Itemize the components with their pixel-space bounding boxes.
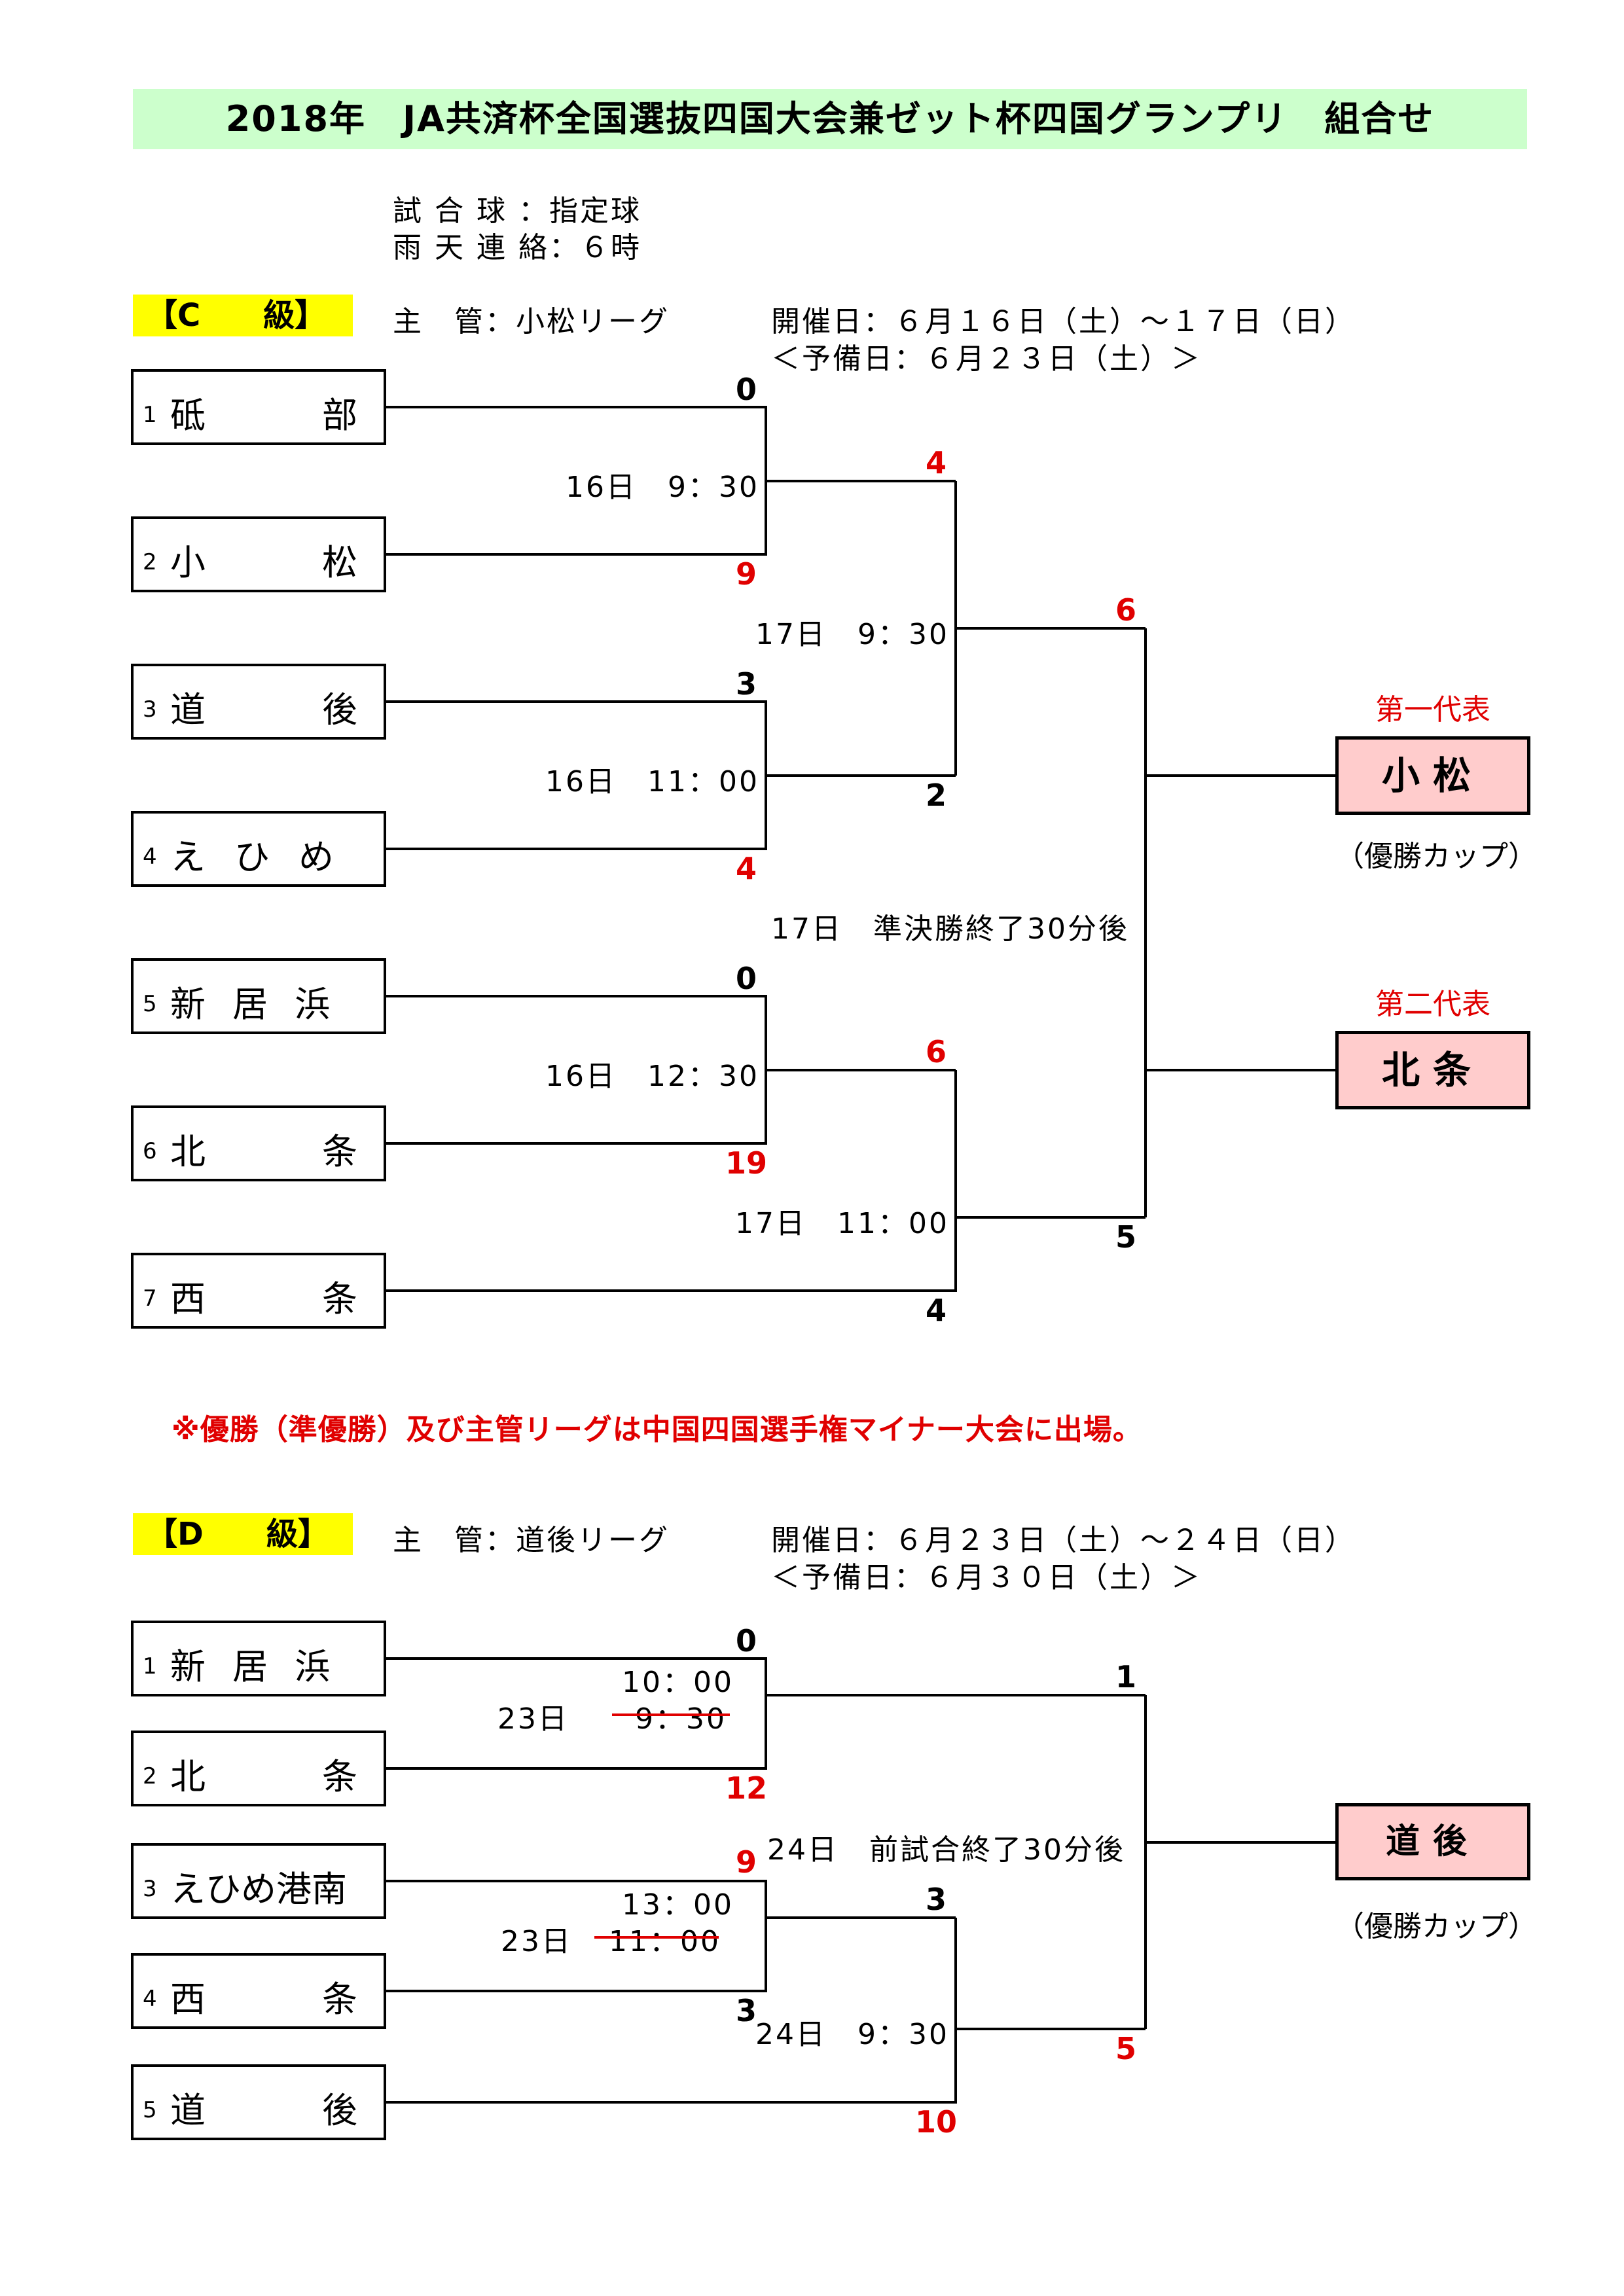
d-score-semi-top: 3 bbox=[925, 1882, 947, 1917]
c-time-r1c: 16日 12：30 bbox=[545, 1060, 759, 1093]
rain-info: 雨 天 連 絡：６時 bbox=[393, 231, 641, 264]
team-number: 4 bbox=[143, 1986, 157, 2012]
team-number: 6 bbox=[143, 1138, 157, 1164]
c-score-final-bottom: 5 bbox=[1115, 1219, 1136, 1255]
c-team-3: 3 道 後 bbox=[131, 664, 386, 740]
team-number: 3 bbox=[143, 696, 157, 723]
c-rep2-box: 北条 bbox=[1335, 1031, 1530, 1109]
c-score-final-top: 6 bbox=[1115, 592, 1136, 628]
c-rep1-label: 第一代表 bbox=[1375, 693, 1490, 726]
team-number: 3 bbox=[143, 1876, 157, 1902]
c-score-s2-bottom: 4 bbox=[925, 1293, 947, 1328]
d-score-final-bottom: 5 bbox=[1115, 2031, 1136, 2066]
d-score-m2-bottom: 3 bbox=[735, 1993, 757, 2028]
c-time-r2a: 17日 9：30 bbox=[755, 618, 949, 651]
page-title: 2018年 JA共済杯全国選抜四国大会兼ゼット杯四国グランプリ 組合せ bbox=[225, 98, 1435, 139]
c-score-m3-bottom: 19 bbox=[725, 1145, 767, 1181]
team-name: えひめ港南 bbox=[170, 1869, 347, 1910]
team-name: 西 条 bbox=[170, 1278, 360, 1319]
team-name: 西 条 bbox=[170, 1979, 360, 2020]
team-number: 5 bbox=[143, 991, 157, 1017]
d-m2-old-time: 11：00 bbox=[609, 1925, 721, 1958]
team-name: 北 条 bbox=[170, 1756, 360, 1797]
team-number: 5 bbox=[143, 2097, 157, 2123]
d-score-semi-bottom: 10 bbox=[914, 2104, 957, 2140]
team-name: 砥 部 bbox=[170, 395, 360, 436]
c-team-2: 2 小 松 bbox=[131, 516, 386, 592]
c-score-m1-top: 0 bbox=[735, 372, 757, 407]
d-class-label: 【D 級】 bbox=[133, 1513, 353, 1555]
team-name: 新 居 浜 bbox=[170, 984, 338, 1025]
team-number: 7 bbox=[143, 1285, 157, 1312]
d-m2-day: 23日 bbox=[501, 1925, 572, 1958]
d-score-m1-top: 0 bbox=[735, 1623, 757, 1659]
team-name: 道 後 bbox=[170, 689, 360, 730]
c-time-final: 17日 準決勝終了30分後 bbox=[771, 912, 1129, 946]
d-score-final-top: 1 bbox=[1115, 1659, 1136, 1695]
d-team-4: 4 西 条 bbox=[131, 1953, 386, 2029]
team-number: 4 bbox=[143, 844, 157, 870]
ball-info: 試 合 球 ：指定球 bbox=[393, 194, 641, 228]
team-number: 1 bbox=[143, 402, 157, 428]
c-score-s1-top: 4 bbox=[925, 445, 947, 480]
team-name: 小 松 bbox=[170, 542, 360, 583]
c-time-r1b: 16日 11：00 bbox=[545, 765, 759, 798]
team-name: 新 居 浜 bbox=[170, 1646, 338, 1687]
d-m2-strikeout bbox=[594, 1936, 719, 1939]
c-rep2-label: 第二代表 bbox=[1375, 988, 1490, 1021]
c-class-reserve: ＜予備日：６月２３日（土）＞ bbox=[771, 342, 1202, 376]
qualification-note: ※優勝（準優勝）及び主管リーグは中国四国選手権マイナー大会に出場。 bbox=[171, 1413, 1142, 1446]
d-time-semi: 24日 9：30 bbox=[755, 2018, 949, 2051]
d-score-m1-bottom: 12 bbox=[725, 1770, 767, 1806]
d-m1-new-time: 10：00 bbox=[622, 1666, 734, 1699]
d-m1-day: 23日 bbox=[497, 1702, 569, 1736]
c-score-m2-bottom: 4 bbox=[735, 851, 757, 886]
c-class-host: 主 管：小松リーグ bbox=[393, 305, 670, 338]
c-score-s1-bottom: 2 bbox=[925, 778, 947, 813]
c-class-label: 【C 級】 bbox=[133, 295, 353, 336]
c-team-4: 4 えひめ bbox=[131, 811, 386, 887]
d-m1-strikeout bbox=[612, 1713, 730, 1716]
d-score-m2-top: 9 bbox=[735, 1844, 757, 1880]
d-team-5: 5 道 後 bbox=[131, 2064, 386, 2140]
d-class-dates: 開催日：６月２３日（土）～２４日（日） bbox=[771, 1524, 1356, 1557]
c-class-dates: 開催日：６月１６日（土）～１７日（日） bbox=[771, 305, 1356, 338]
d-team-3: 3 えひめ港南 bbox=[131, 1843, 386, 1919]
team-number: 1 bbox=[143, 1653, 157, 1679]
d-time-final: 24日 前試合終了30分後 bbox=[767, 1833, 1125, 1867]
c-team-7: 7 西 条 bbox=[131, 1253, 386, 1329]
d-winner-box: 道後 bbox=[1335, 1803, 1530, 1880]
c-team-5: 5 新 居 浜 bbox=[131, 958, 386, 1034]
title-bar bbox=[133, 89, 1527, 149]
c-team-6: 6 北 条 bbox=[131, 1105, 386, 1181]
team-number: 2 bbox=[143, 549, 157, 575]
c-team-1: 1 砥 部 bbox=[131, 369, 386, 445]
d-team-1: 1 新 居 浜 bbox=[131, 1621, 386, 1696]
c-cup-label: （優勝カップ） bbox=[1335, 840, 1537, 873]
c-score-m2-top: 3 bbox=[735, 666, 757, 702]
d-class-host: 主 管：道後リーグ bbox=[393, 1524, 670, 1557]
team-name: 北 条 bbox=[170, 1131, 360, 1172]
d-m2-new-time: 13：00 bbox=[622, 1888, 734, 1922]
d-cup-label: （優勝カップ） bbox=[1335, 1910, 1537, 1943]
c-score-m1-bottom: 9 bbox=[735, 556, 757, 592]
c-score-m3-top: 0 bbox=[735, 961, 757, 996]
c-score-s2-top: 6 bbox=[925, 1034, 947, 1069]
d-class-reserve: ＜予備日：６月３０日（土）＞ bbox=[771, 1561, 1202, 1594]
team-name: えひめ bbox=[170, 836, 363, 878]
c-rep1-box: 小松 bbox=[1335, 736, 1530, 815]
d-team-2: 2 北 条 bbox=[131, 1731, 386, 1806]
c-time-r2b: 17日 11：00 bbox=[735, 1207, 949, 1240]
team-number: 2 bbox=[143, 1763, 157, 1789]
c-time-r1a: 16日 9：30 bbox=[566, 471, 759, 504]
team-name: 道 後 bbox=[170, 2090, 360, 2131]
d-m1-old-time: 9：30 bbox=[635, 1702, 727, 1736]
